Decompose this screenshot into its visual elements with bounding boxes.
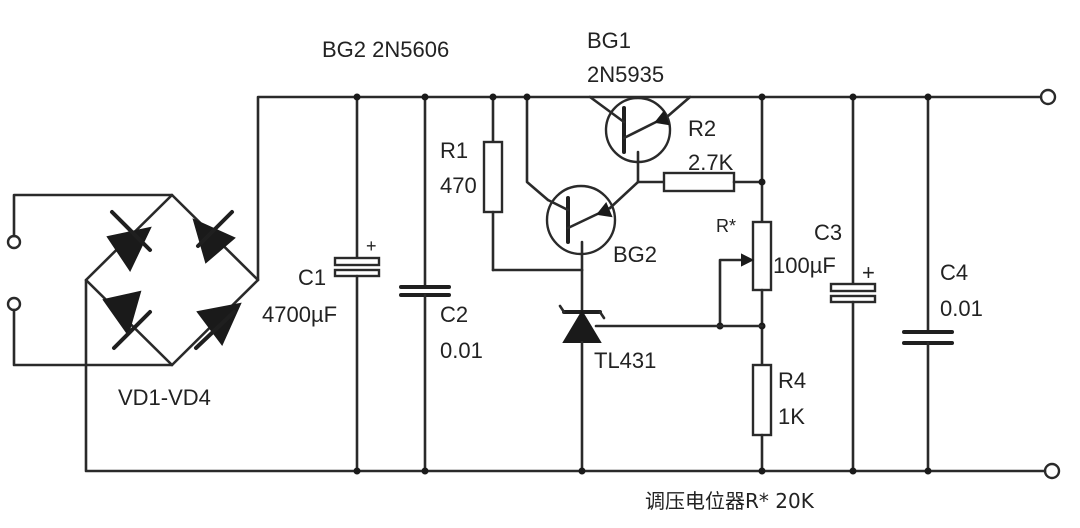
bg2-name-label: BG2: [613, 242, 657, 267]
tl431-name-label: TL431: [594, 348, 656, 373]
output-terminal-negative: [1043, 462, 1061, 480]
c3-value-label: 100µF: [773, 253, 836, 278]
c1-name-label: C1: [298, 265, 326, 290]
potentiometer-rx: [718, 220, 773, 367]
bg2-header-label: BG2 2N5606: [322, 37, 449, 62]
output-terminal-positive: [1039, 88, 1057, 106]
r1-name-label: R1: [440, 138, 468, 163]
diode-vd3: [102, 290, 142, 337]
c2-name-label: C2: [440, 302, 468, 327]
capacitor-c1: [333, 95, 381, 473]
r4-value-label: 1K: [778, 404, 805, 429]
r2-name-label: R2: [688, 116, 716, 141]
potentiometer-caption: 调压电位器R* 20K: [645, 489, 815, 513]
c2-value-label: 0.01: [440, 338, 483, 363]
diode-vd2: [192, 218, 236, 264]
capacitor-c2: [399, 95, 451, 473]
resistor-r4: [751, 363, 773, 473]
transistor-bg1: [588, 95, 692, 184]
bg1-part-label: 2N5935: [587, 62, 664, 87]
resistor-r1: [482, 95, 584, 272]
transistor-bg2: [545, 180, 640, 272]
positive-rail: [256, 95, 1043, 282]
rx-name-label: R*: [716, 216, 736, 236]
r2-value-label: 2.7K: [688, 150, 734, 175]
c4-value-label: 0.01: [940, 296, 983, 321]
c3-name-label: C3: [814, 220, 842, 245]
capacitor-c3: [829, 95, 877, 473]
bridge-rectifier: [84, 193, 260, 367]
input-wire-top: [12, 193, 174, 238]
diode-vd1: [106, 226, 152, 273]
ground-rail: [84, 278, 1047, 473]
input-wire-bottom: [12, 308, 174, 367]
vd-name-label: VD1-VD4: [118, 385, 211, 410]
bg2-collector-wire: [525, 95, 550, 202]
input-terminal-bottom: [6, 296, 22, 312]
c3-plus-label: +: [862, 260, 875, 285]
input-terminal-top: [6, 234, 22, 250]
capacitor-c4: [902, 95, 954, 473]
bg1-name-label: BG1: [587, 28, 631, 53]
r4-name-label: R4: [778, 368, 806, 393]
r1-value-label: 470: [440, 173, 477, 198]
regulator-tl431: [558, 268, 764, 473]
c1-value-label: 4700µF: [262, 302, 337, 327]
resistor-r2: [636, 171, 764, 193]
c4-name-label: C4: [940, 260, 968, 285]
c1-plus-label: +: [366, 236, 377, 256]
